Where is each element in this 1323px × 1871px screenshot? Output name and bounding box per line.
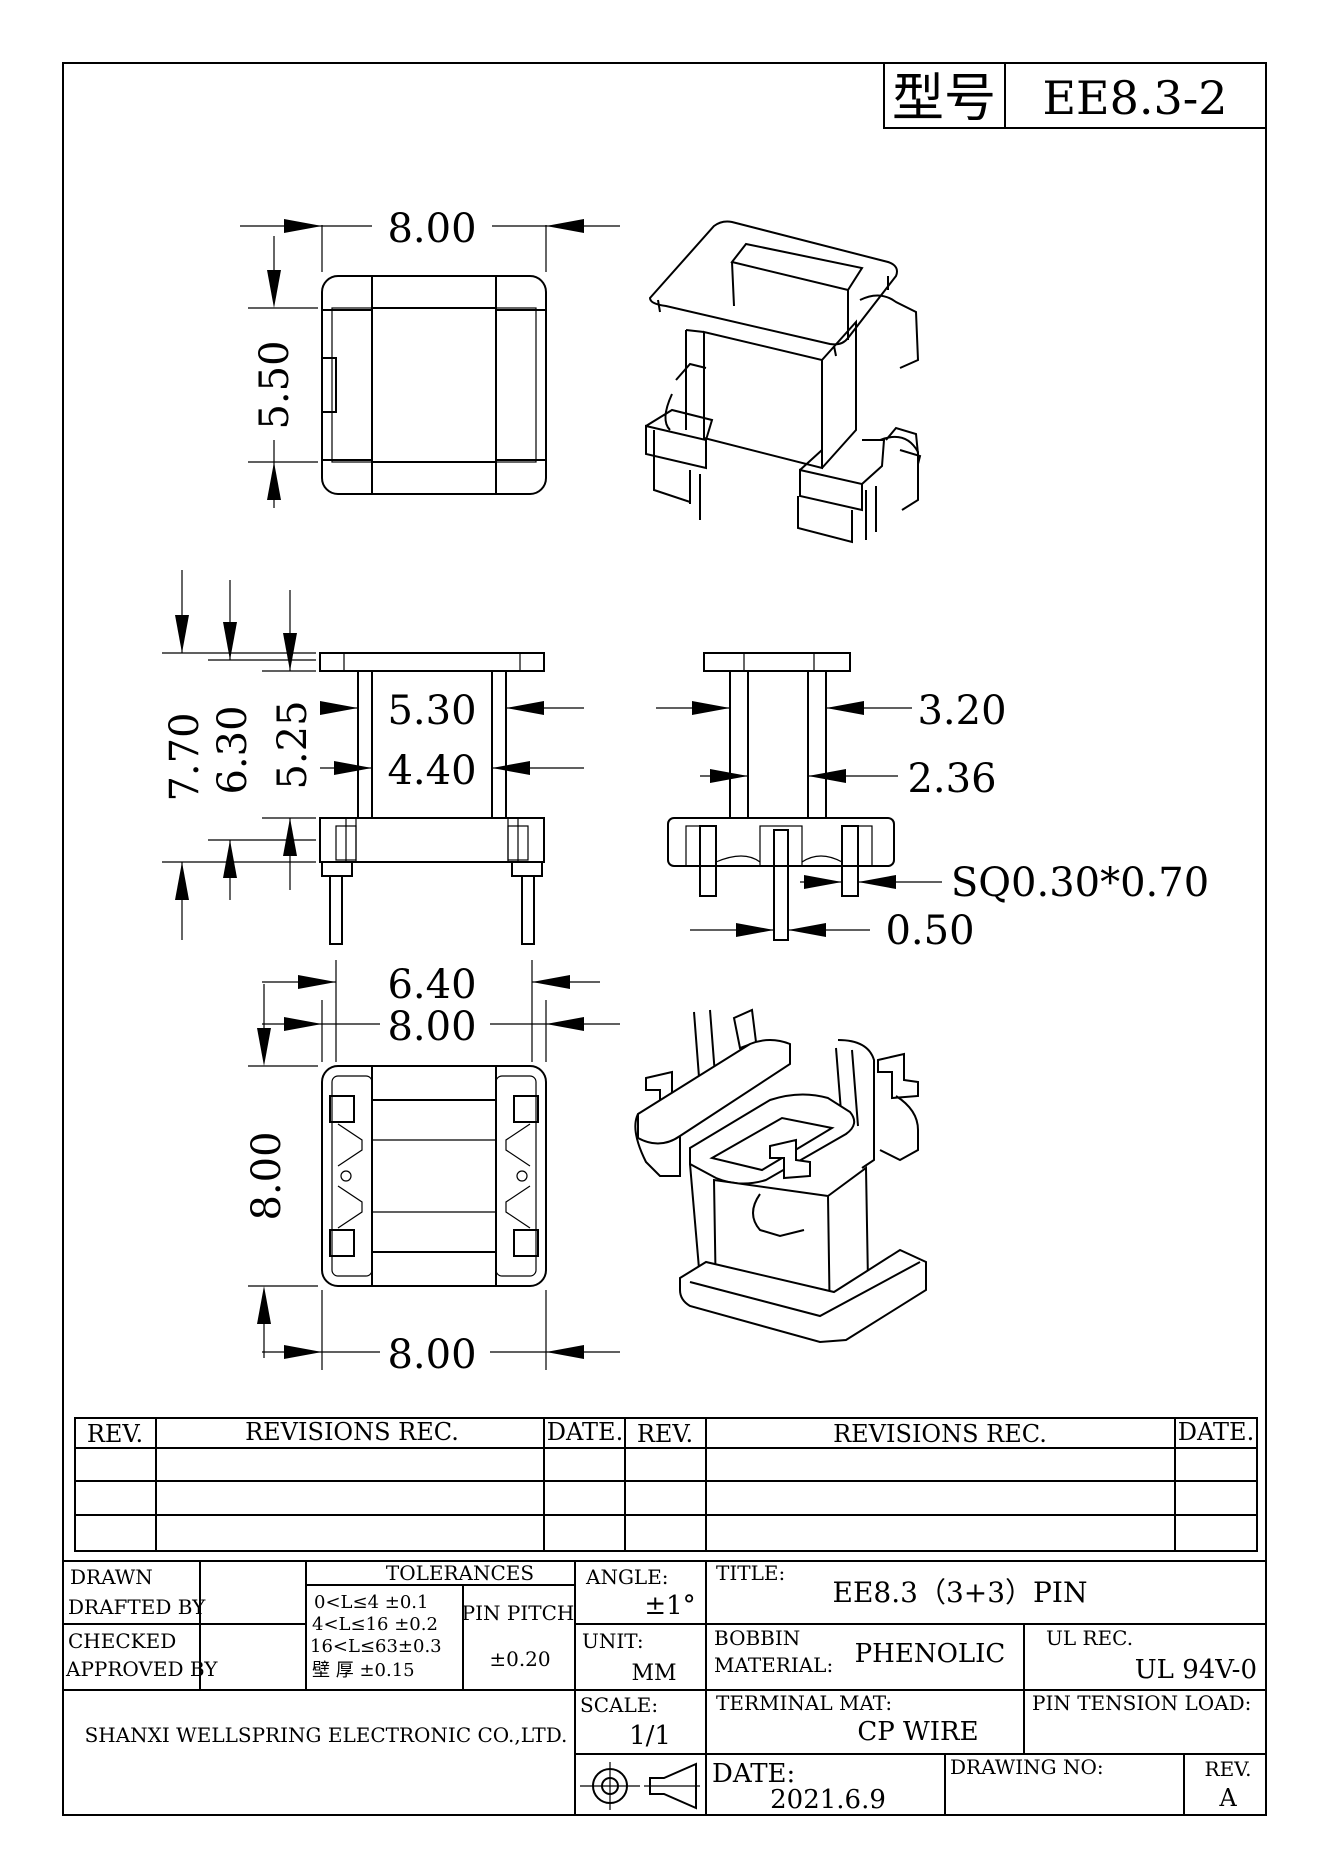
tb-checked: CHECKED [68, 1629, 176, 1653]
tb-drawing-no-label: DRAWING NO: [950, 1755, 1104, 1779]
tb-pin-pitch-label: PIN PITCH [462, 1601, 575, 1625]
dim-bottom-w1: 6.40 [387, 962, 476, 1008]
dim-bottom-h: 8.00 [244, 1131, 290, 1220]
dim-top-width: 8.00 [387, 206, 476, 252]
dim-top-height: 5.50 [252, 340, 298, 429]
tb-tol-row-2: 4<L≤16 ±0.2 [312, 1614, 438, 1635]
side-view: 3.20 2.36 SQ0.30*0.70 0.50 [656, 652, 1209, 954]
tb-tol-row-3: 16<L≤63±0.3 [310, 1636, 442, 1657]
bottom-view: 6.40 8.00 8.00 8.00 [244, 960, 620, 1378]
front-view: 7.70 6.30 5.25 5.30 4.40 [162, 570, 584, 945]
rev-header-4: REV. [637, 1420, 693, 1448]
tb-title-value: EE8.3（3+3）PIN [833, 1576, 1088, 1609]
tb-approved-by: APPROVED BY [65, 1657, 218, 1681]
iso-view-top [645, 220, 922, 544]
dim-pin-size: SQ0.30*0.70 [951, 860, 1209, 906]
rev-header-3: DATE. [547, 1418, 623, 1446]
tb-terminal-value: CP WIRE [857, 1717, 978, 1747]
dim-front-h3: 5.25 [270, 700, 316, 789]
rev-header-5: REVISIONS REC. [833, 1420, 1047, 1448]
tb-scale-label: SCALE: [580, 1693, 658, 1717]
tb-tolerances-label: TOLERANCES [386, 1561, 534, 1585]
tb-date-label: DATE: [712, 1759, 795, 1789]
rev-header-1: REV. [87, 1420, 143, 1448]
tb-bobbin-value: PHENOLIC [855, 1639, 1006, 1669]
model-label: 型号 [892, 69, 996, 129]
tb-drafted-by: DRAFTED BY [68, 1595, 206, 1619]
tb-terminal-label: TERMINAL MAT: [716, 1691, 892, 1715]
tb-bobbin-label-2: MATERIAL: [714, 1653, 833, 1677]
tb-ul-value: UL 94V-0 [1135, 1655, 1257, 1685]
tb-drawn: DRAWN [70, 1565, 153, 1589]
tb-tol-row-4: 壁 厚 ±0.15 [312, 1660, 415, 1681]
dim-front-h1: 7.70 [162, 712, 208, 801]
tb-rev-value: A [1218, 1784, 1237, 1812]
tb-bobbin-label-1: BOBBIN [714, 1626, 800, 1650]
revision-table: REV. REVISIONS REC. DATE. REV. REVISIONS… [74, 1417, 1258, 1552]
projection-symbol-icon [580, 1762, 700, 1810]
iso-view-bottom [634, 1008, 927, 1344]
dim-front-w1: 5.30 [387, 688, 476, 734]
dim-side-w1: 3.20 [917, 688, 1006, 734]
tb-date-value: 2021.6.9 [770, 1785, 886, 1815]
top-view: 8.00 5.50 [240, 206, 620, 508]
tb-pin-tension-label: PIN TENSION LOAD: [1032, 1691, 1251, 1715]
tb-angle-value: ±1° [644, 1591, 695, 1621]
dim-front-h2: 6.30 [210, 705, 256, 794]
dim-pin-offset: 0.50 [885, 908, 974, 954]
tb-scale-value: 1/1 [629, 1721, 671, 1751]
tb-title-label: TITLE: [716, 1561, 785, 1585]
tb-unit-value: MM [631, 1661, 676, 1686]
tb-ul-label: UL REC. [1046, 1626, 1133, 1650]
dim-side-w2: 2.36 [907, 756, 996, 802]
dim-bottom-w2: 8.00 [387, 1004, 476, 1050]
tb-angle-label: ANGLE: [585, 1565, 669, 1589]
rev-header-6: DATE. [1178, 1418, 1254, 1446]
tb-rev-label: REV. [1205, 1757, 1252, 1781]
title-block: DRAWN DRAFTED BY CHECKED APPROVED BY TOL… [63, 1560, 1266, 1815]
rev-header-2: REVISIONS REC. [245, 1418, 459, 1446]
tb-unit-label: UNIT: [582, 1629, 644, 1653]
model-value: EE8.3-2 [1042, 71, 1227, 125]
tb-company: SHANXI WELLSPRING ELECTRONIC CO.,LTD. [85, 1723, 568, 1747]
tb-tol-row-1: 0<L≤4 ±0.1 [314, 1592, 428, 1613]
dim-front-w2: 4.40 [387, 748, 476, 794]
model-box: 型号 EE8.3-2 [883, 62, 1267, 129]
drawing-frame [62, 62, 1267, 1816]
dim-bottom-w3: 8.00 [387, 1332, 476, 1378]
tb-pin-pitch-value: ±0.20 [489, 1647, 550, 1671]
